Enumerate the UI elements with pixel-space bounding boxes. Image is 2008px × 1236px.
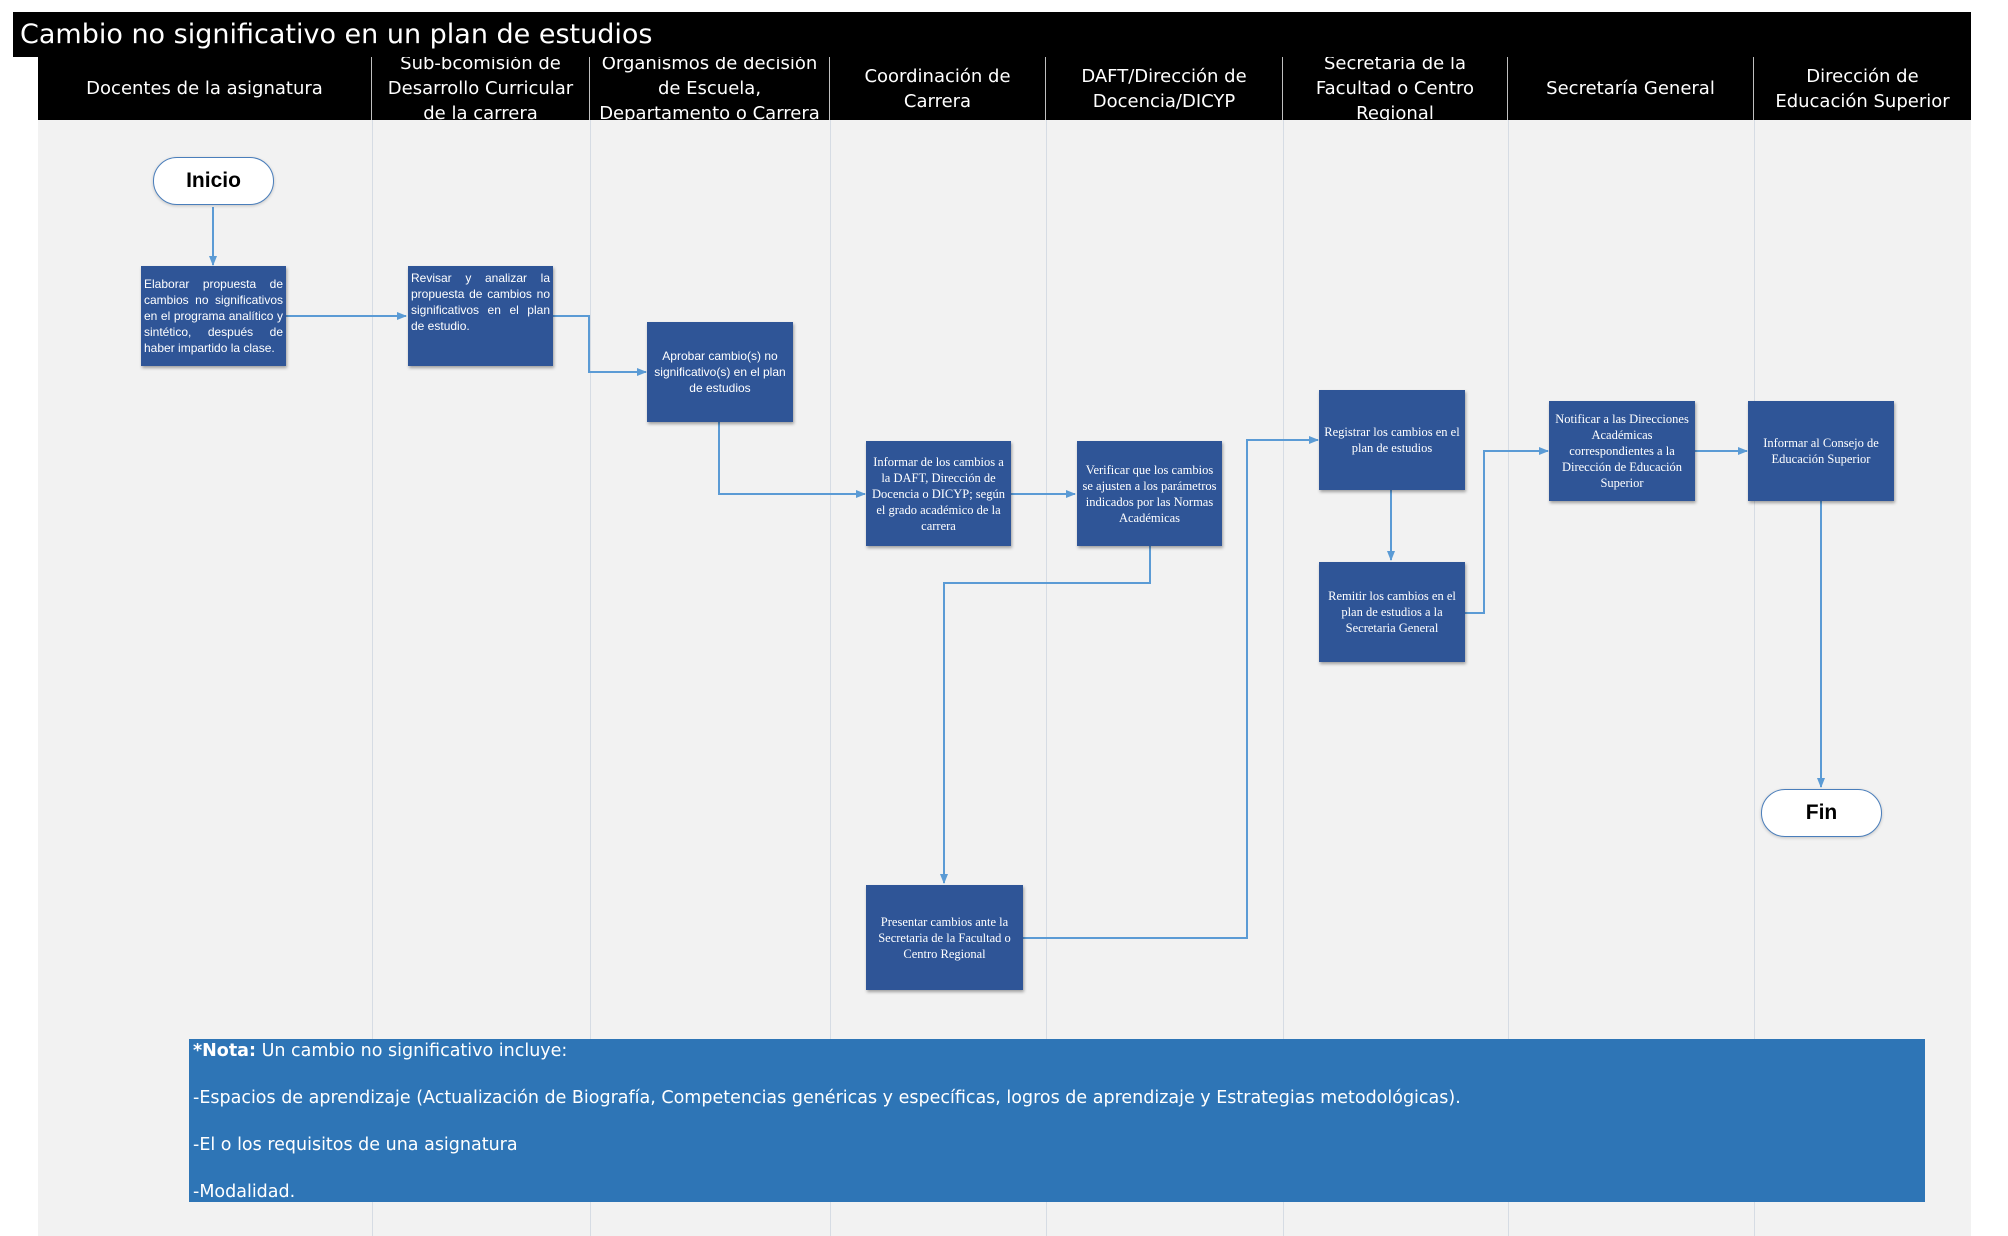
step-elaborar-propuesta: Elaborar propuesta de cambios no signifi… bbox=[141, 266, 286, 366]
lane-divider bbox=[590, 120, 591, 1236]
lane-header-subcomision: Sub-bcomisión de Desarrollo Curricular d… bbox=[372, 57, 590, 120]
note-item: -Modalidad. bbox=[193, 1182, 296, 1202]
step-revisar-propuesta: Revisar y analizar la propuesta de cambi… bbox=[408, 266, 553, 366]
note-panel: *Nota: Un cambio no significativo incluy… bbox=[189, 1039, 1925, 1202]
note-item: -El o los requisitos de una asignatura bbox=[193, 1135, 518, 1155]
lane-divider bbox=[830, 120, 831, 1236]
lane-header-direccion-educacion: Dirección de Educación Superior bbox=[1754, 57, 1971, 120]
lane-header-secretaria-facultad: Secretaría de la Facultad o Centro Regio… bbox=[1283, 57, 1508, 120]
note-heading: *Nota: Un cambio no significativo incluy… bbox=[193, 1040, 1921, 1062]
lane-divider bbox=[1508, 120, 1509, 1236]
note-intro: Un cambio no significativo incluye: bbox=[256, 1041, 568, 1061]
note-label: *Nota: bbox=[193, 1041, 256, 1061]
step-remitir-cambios: Remitir los cambios en el plan de estudi… bbox=[1319, 562, 1465, 662]
lane-header-organismos: Organismos de decisión de Escuela, Depar… bbox=[590, 57, 830, 120]
diagram-title: Cambio no significativo en un plan de es… bbox=[13, 12, 1971, 57]
lane-divider bbox=[1754, 120, 1755, 1236]
lane-header-docentes: Docentes de la asignatura bbox=[38, 57, 372, 120]
start-terminal: Inicio bbox=[153, 157, 274, 205]
lane-header-coordinacion: Coordinación de Carrera bbox=[830, 57, 1046, 120]
step-notificar-direcciones: Notificar a las Direcciones Académicas c… bbox=[1549, 401, 1695, 501]
lane-header-secretaria-general: Secretaría General bbox=[1508, 57, 1754, 120]
step-informar-daft: Informar de los cambios a la DAFT, Direc… bbox=[866, 441, 1011, 546]
lane-divider bbox=[372, 120, 373, 1236]
lane-header-daft: DAFT/Dirección de Docencia/DICYP bbox=[1046, 57, 1283, 120]
step-registrar-cambios: Registrar los cambios en el plan de estu… bbox=[1319, 390, 1465, 490]
step-verificar-normas: Verificar que los cambios se ajusten a l… bbox=[1077, 441, 1222, 546]
step-informar-consejo: Informar al Consejo de Educación Superio… bbox=[1748, 401, 1894, 501]
end-terminal: Fin bbox=[1761, 789, 1882, 837]
step-aprobar-cambios: Aprobar cambio(s) no significativo(s) en… bbox=[647, 322, 793, 422]
step-presentar-cambios: Presentar cambios ante la Secretaria de … bbox=[866, 885, 1023, 990]
note-item: -Espacios de aprendizaje (Actualización … bbox=[193, 1088, 1461, 1108]
